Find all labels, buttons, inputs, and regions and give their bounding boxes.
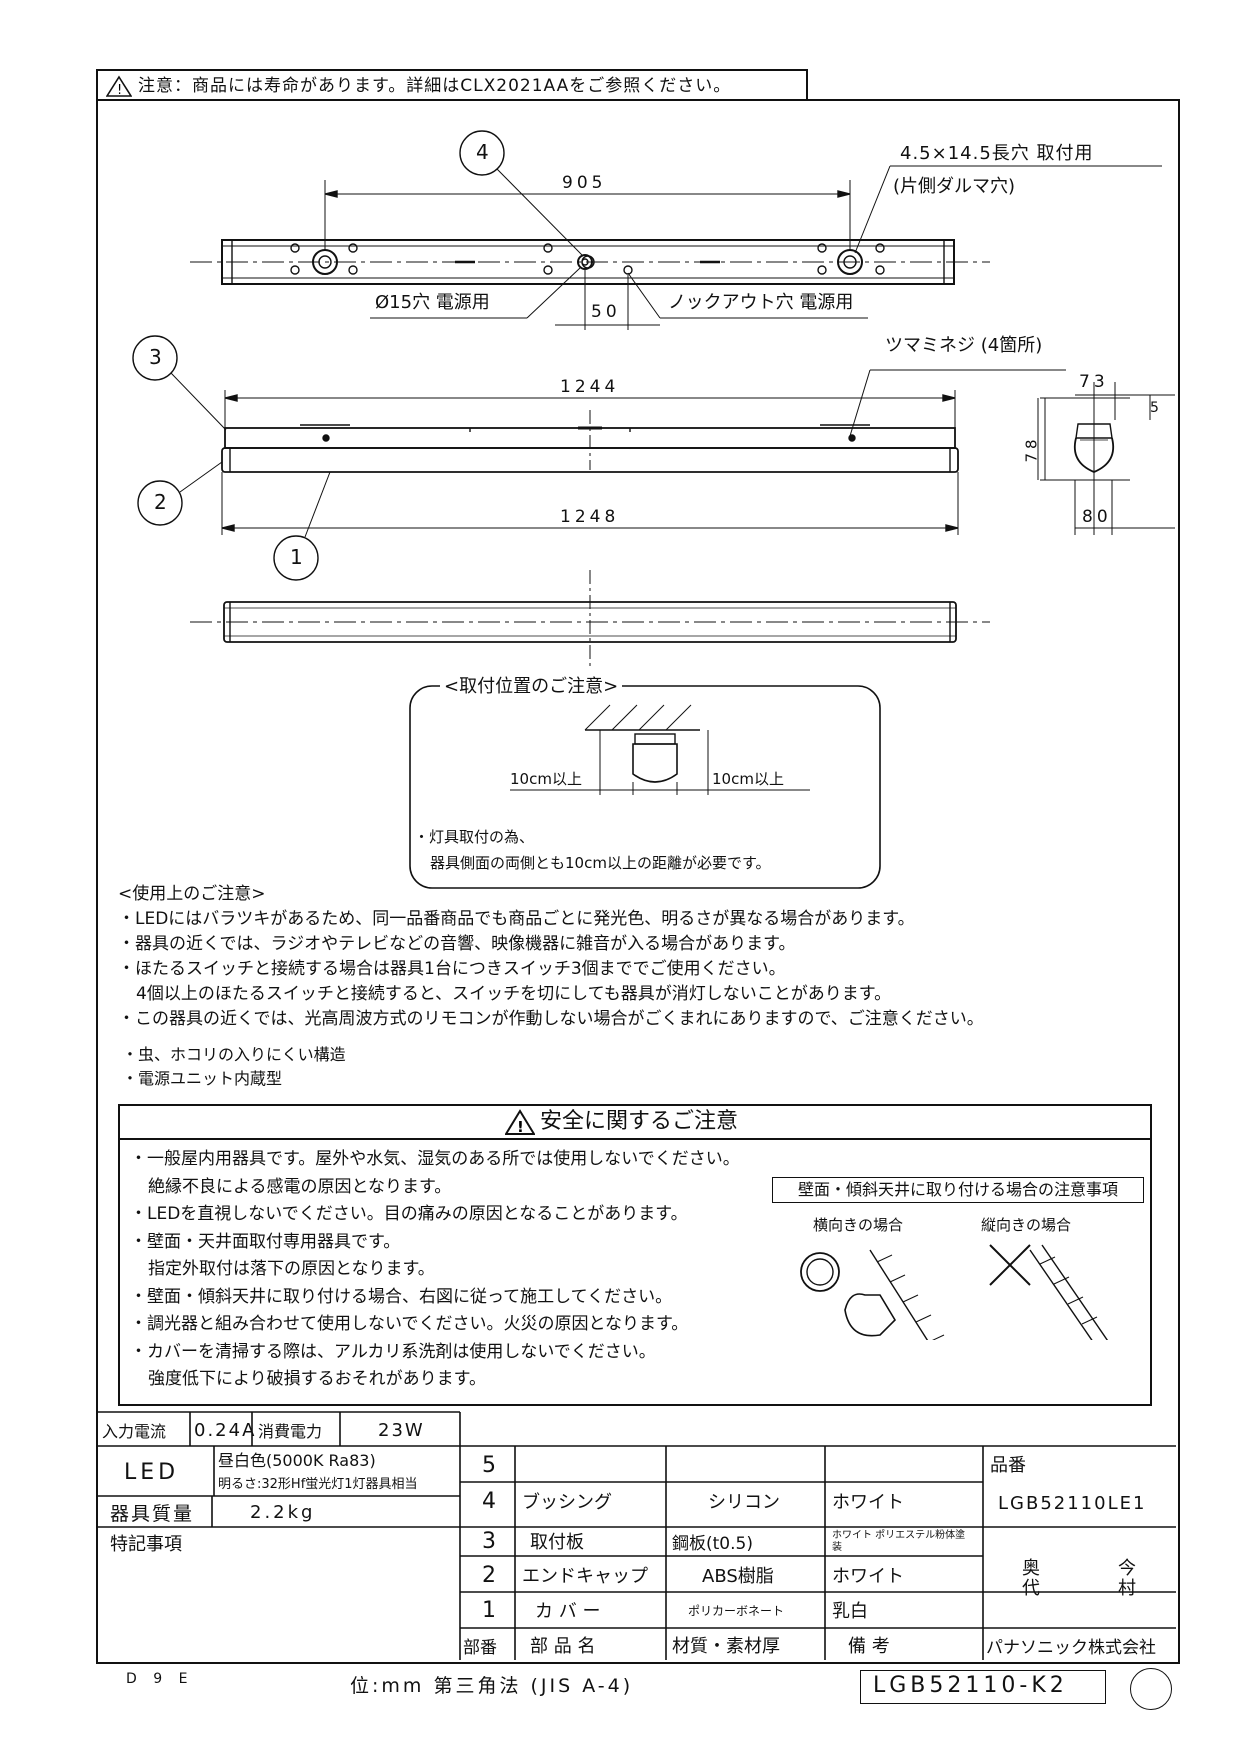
weight-value: 2.2kg [250,1501,316,1523]
svg-text:!: ! [117,83,122,97]
safety-line: 絶縁不良による感電の原因となります。 [148,1176,452,1197]
mount-note-line1: ・灯具取付の為、 [414,828,535,846]
safety-line: ・LEDを直視しないでください。目の痛みの原因となることがあります。 [130,1204,688,1224]
weight-label: 器具質量 [110,1502,195,1525]
header-notice-box: ! 注意：商品には寿命があります。詳細はCLX2021AAをご参照ください。 [96,69,808,101]
part-material: シリコン [708,1492,780,1513]
signature-2: 今 村 [1118,1558,1136,1599]
wall-note-title: 壁面・傾斜天井に取り付ける場合の注意事項 [772,1177,1144,1203]
part-remark: 乳白 [832,1601,868,1622]
part-name: ブッシング [522,1492,612,1513]
dim-80: 80 [1082,507,1112,527]
part-material: ABS樹脂 [702,1566,774,1587]
phi15-label: Ø15穴 電源用 [375,292,490,313]
usage-line: ・ほたるスイッチと接続する場合は器具1台につきスイッチ3個まででご使用ください。 [118,959,786,979]
svg-text:!: ! [517,1118,524,1135]
safety-line: ・カバーを清掃する際は、アルカリ系洗剤は使用しないでください。 [130,1341,656,1362]
feature-item: ・電源ユニット内蔵型 [122,1069,283,1088]
part-no: 3 [482,1528,496,1554]
dim-50: 50 [591,302,621,322]
safety-title-bar: ! 安全に関するご注意 [120,1106,1150,1140]
drawing-number: LGB52110-K2 [873,1673,1068,1698]
callout-3: 3 [149,345,162,369]
safety-line: ・一般屋内用器具です。屋外や水気、湿気のある所では使用しないでください。 [130,1149,740,1169]
part-remark: ホワイト [832,1492,904,1513]
safety-box: ! 安全に関するご注意 ・一般屋内用器具です。屋外や水気、湿気のある所では使用し… [118,1104,1152,1406]
dim-905: 905 [562,173,607,193]
mount-note-line2: 器具側面の両側とも10cm以上の距離が必要です。 [430,854,771,872]
part-remark: ホワイト ポリエステル粉体塗装 [832,1530,966,1553]
mount-left-dim: 10cm以上 [510,770,582,788]
input-current-label: 入力電流 [102,1422,167,1441]
drawing-circle [1130,1668,1172,1710]
part-no: 1 [482,1597,496,1623]
mount-right-dim: 10cm以上 [712,770,784,788]
warning-icon: ! [106,75,132,97]
safety-line: ・壁面・傾斜天井に取り付ける場合、右図に従って施工してください。 [130,1286,673,1307]
part-material: 鋼板(t0.5) [672,1533,753,1554]
mount-note-title: <取付位置のご注意> [440,676,623,698]
parts-header-no: 部番 [463,1637,497,1658]
parts-header-material: 材質・素材厚 [672,1636,780,1657]
safety-line: ・壁面・天井面取付専用器具です。 [130,1231,401,1252]
signature-1: 奥 代 [1022,1558,1040,1599]
part-no: 5 [482,1452,496,1478]
dim-5: 5 [1150,400,1163,416]
part-material: ポリカーボネート [688,1603,785,1618]
knockout-label: ノックアウト穴 電源用 [668,292,854,313]
dim-73: 73 [1079,372,1109,392]
header-notice-text: 注意：商品には寿命があります。詳細はCLX2021AAをご参照ください。 [138,76,732,96]
product-label: 品番 [990,1455,1026,1476]
part-name: カ バ ー [535,1601,601,1622]
usage-line: 4個以上のほたるスイッチと接続すると、スイッチを切にしても器具が消灯しないことが… [136,984,892,1004]
notes-label: 特記事項 [110,1534,182,1555]
dim-1244: 1244 [560,377,620,397]
part-no: 2 [482,1562,496,1588]
wall-note-title-text: 壁面・傾斜天井に取り付ける場合の注意事項 [797,1180,1118,1199]
led-color: 昼白色(5000K Ra83) [218,1451,376,1470]
safety-lines: ・一般屋内用器具です。屋外や水気、湿気のある所では使用しないでください。 絶縁不… [130,1146,740,1394]
footer-code: D 9 E [126,1671,194,1687]
company-name: パナソニック株式会社 [986,1637,1156,1658]
led-brightness: 明るさ:32形Hf蛍光灯1灯器具相当 [218,1476,418,1492]
usage-notes: <使用上のご注意> ・LEDにはバラツキがあるため、同一品番商品でも商品ごとに発… [118,882,984,1032]
knob-screw-label: ツマミネジ (4箇所) [885,335,1043,356]
usage-line: ・器具の近くでは、ラジオやテレビなどの音響、映像機器に雑音が入る場合があります。 [118,934,796,954]
part-no: 4 [482,1488,496,1514]
usage-line: ・LEDにはバラツキがあるため、同一品番商品でも商品ごとに発光色、明るさが異なる… [118,909,915,929]
footer-units: 位:mm 第三角法 (JIS A-4) [350,1675,634,1697]
dim-1248: 1248 [560,507,620,527]
safety-line: ・調光器と組み合わせて使用しないでください。火災の原因となります。 [130,1314,689,1334]
parts-header-name: 部 品 名 [530,1636,596,1657]
safety-line: 強度低下により破損するおそれがあります。 [148,1369,486,1389]
power-label: 消費電力 [258,1422,323,1441]
features: ・虫、ホコリの入りにくい構造 ・電源ユニット内蔵型 [122,1043,346,1091]
part-remark: ホワイト [832,1566,904,1587]
input-current-value: 0.24A [194,1419,257,1441]
led-label: LED [124,1459,180,1485]
parts-header-remark: 備 考 [848,1636,890,1657]
feature-item: ・虫、ホコリの入りにくい構造 [122,1045,346,1064]
vertical-label: 縦向きの場合 [981,1216,1072,1234]
usage-title: <使用上のご注意> [118,884,266,904]
hole-sub-label: (片側ダルマ穴) [893,176,1016,197]
callout-4: 4 [476,140,489,164]
product-code: LGB52110LE1 [998,1492,1147,1514]
horizontal-label: 横向きの場合 [813,1216,904,1234]
part-name: 取付板 [530,1532,584,1553]
callout-1: 1 [290,545,303,569]
technical-drawing [132,130,1175,1340]
safety-line: 指定外取付は落下の原因となります。 [148,1259,435,1279]
safety-title: 安全に関するご注意 [540,1109,739,1134]
callout-2: 2 [154,490,167,514]
power-value: 23W [378,1419,425,1441]
drawing-number-box: LGB52110-K2 [860,1670,1106,1704]
drawing-frame [96,99,1180,1664]
usage-line: ・この器具の近くでは、光高周波方式のリモコンが作動しない場合がごくまれにあります… [118,1009,984,1029]
hole-label: 4.5×14.5長穴 取付用 [900,143,1094,164]
part-name: エンドキャップ [522,1566,648,1587]
warning-icon: ! [505,1109,535,1135]
